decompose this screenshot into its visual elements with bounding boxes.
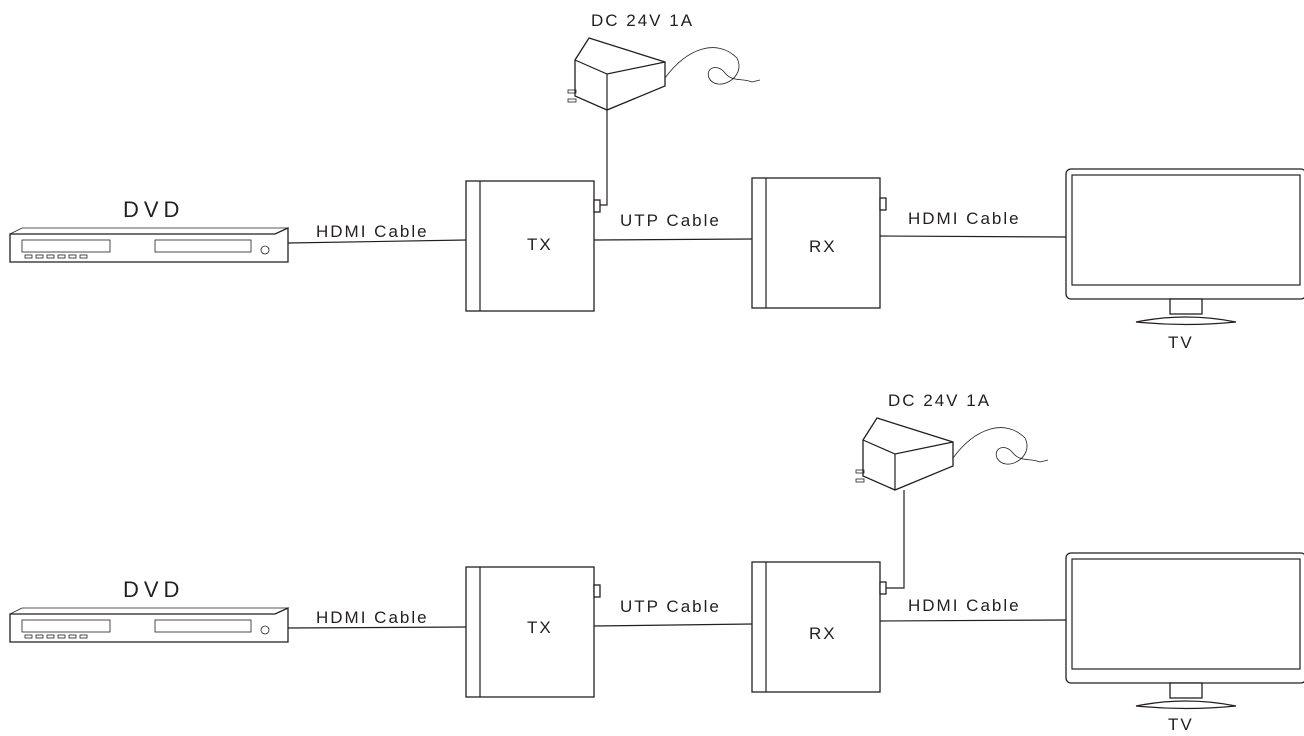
tv-icon [1065, 168, 1304, 326]
utp-cable [593, 623, 753, 627]
power-cable [600, 110, 608, 206]
hdmi-cable-out [879, 619, 1067, 622]
power-cable [886, 490, 905, 589]
rx-label: RX [809, 624, 837, 643]
hdmi-in-label: HDMI Cable [316, 222, 429, 241]
hdmi-cable-in [287, 626, 467, 629]
hdmi-in-label: HDMI Cable [316, 608, 429, 627]
utp-label: UTP Cable [620, 211, 721, 230]
power-adapter-icon [567, 37, 761, 111]
diagram-2: DVD HDMI Cable TX UTP Cable RX HDMI Cabl… [9, 391, 1304, 734]
utp-label: UTP Cable [620, 597, 721, 616]
tv-label: TV [1168, 333, 1194, 352]
dvd-label: DVD [123, 197, 184, 222]
rx-power-port [879, 197, 887, 211]
diagram-1: DVD HDMI Cable TX UTP Cable RX HDMI Cabl… [9, 11, 1304, 352]
utp-cable [593, 238, 753, 241]
tv-icon [1065, 552, 1304, 710]
dvd-player-icon [9, 227, 289, 263]
tx-label: TX [527, 235, 553, 254]
tx-power-port [593, 584, 601, 598]
tx-label: TX [527, 618, 553, 637]
dvd-player-icon [9, 607, 289, 643]
tx-power-port [593, 199, 601, 213]
rx-label: RX [809, 237, 837, 256]
hdmi-out-label: HDMI Cable [908, 209, 1021, 228]
dvd-label: DVD [123, 577, 184, 602]
power-label: DC 24V 1A [591, 11, 694, 30]
tv-label: TV [1168, 715, 1194, 734]
hdmi-cable-out [879, 235, 1067, 238]
power-adapter-icon [855, 417, 1049, 491]
hdmi-out-label: HDMI Cable [908, 596, 1021, 615]
rx-power-port [879, 581, 887, 595]
hdmi-cable-in [287, 239, 467, 244]
power-label: DC 24V 1A [888, 391, 991, 410]
